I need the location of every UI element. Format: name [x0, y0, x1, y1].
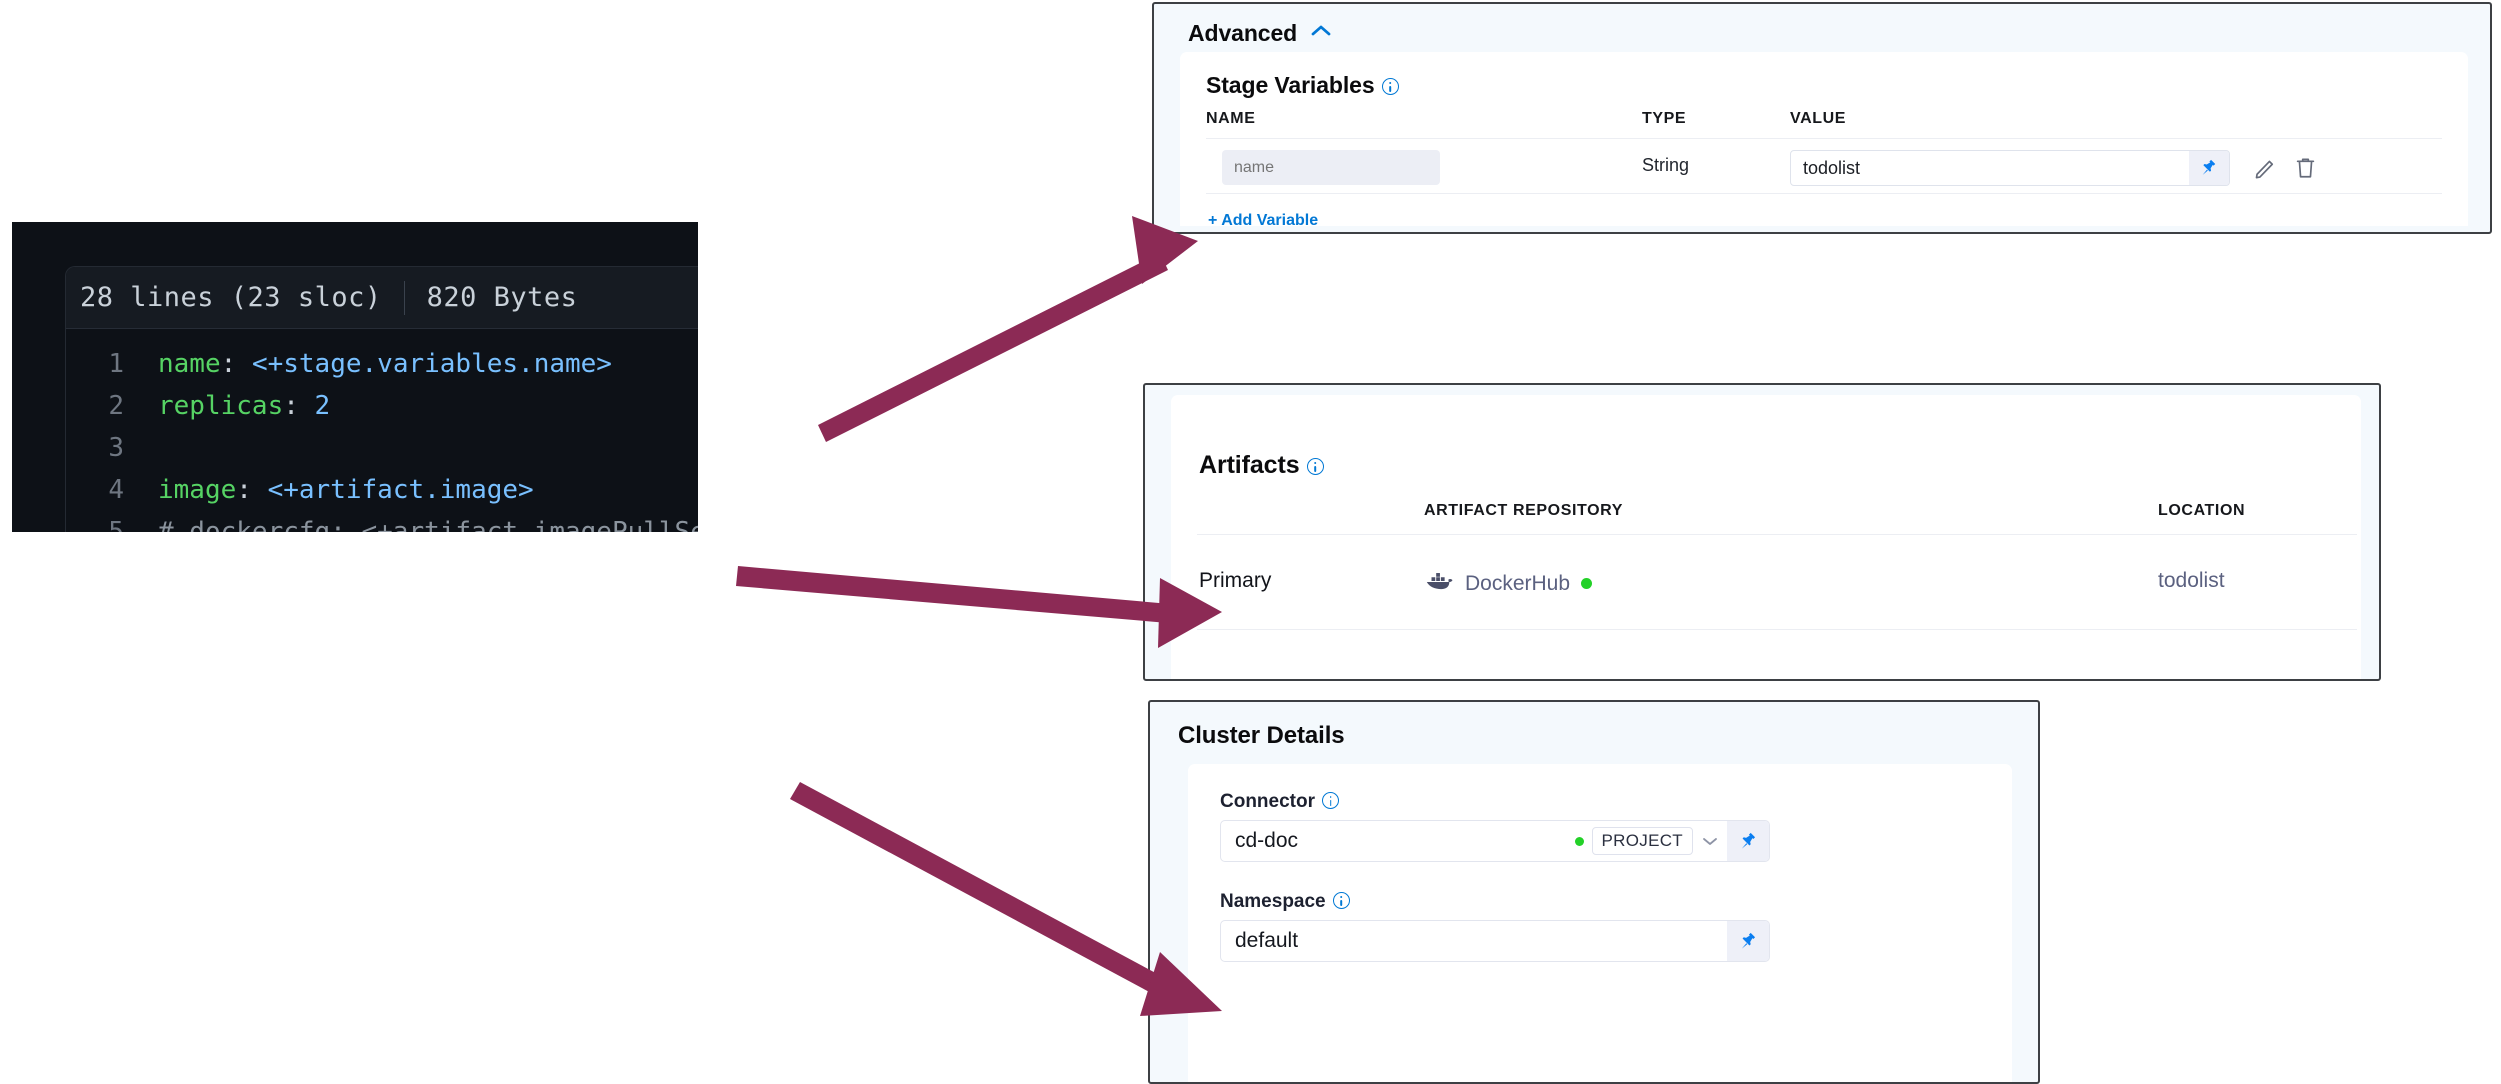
- column-header-artifact-repository: ARTIFACT REPOSITORY: [1424, 502, 1623, 519]
- stage-variable-value-input[interactable]: [1791, 151, 2189, 185]
- pencil-icon[interactable]: [2252, 154, 2279, 186]
- column-header-value: VALUE: [1790, 110, 1847, 127]
- column-header-type: TYPE: [1642, 110, 1687, 127]
- code-meta-divider: [403, 280, 405, 315]
- code-file-meta: 28 lines (23 sloc) 820 Bytes: [66, 267, 698, 329]
- stage-variables-label: Stage Variables: [1206, 72, 1375, 98]
- column-header-location: LOCATION: [2158, 502, 2246, 519]
- table-divider: [1206, 193, 2442, 194]
- namespace-label-row: Namespace: [1220, 890, 1350, 913]
- code-line-number: 4: [108, 475, 124, 505]
- code-line-number: 5: [108, 517, 124, 532]
- code-viewer-panel: 28 lines (23 sloc) 820 Bytes 1 name: <+st…: [12, 222, 698, 532]
- connector-field[interactable]: PROJECT: [1220, 820, 1770, 862]
- artifacts-card: Artifacts ARTIFACT REPOSITORY LOCATION P…: [1171, 395, 2361, 679]
- code-file-size: 820 Bytes: [426, 282, 578, 313]
- table-divider: [1197, 534, 2357, 535]
- code-line: 1 name: <+stage.variables.name>: [66, 343, 698, 385]
- code-line: 3: [66, 427, 698, 469]
- code-line-number: 1: [108, 349, 124, 379]
- pin-icon[interactable]: [1727, 921, 1769, 961]
- table-divider: [1206, 138, 2442, 139]
- stage-variable-type-value: String: [1642, 155, 1690, 175]
- artifact-repository-name: DockerHub: [1465, 571, 1571, 595]
- trash-icon[interactable]: [2292, 154, 2319, 186]
- advanced-title: Advanced: [1188, 20, 1298, 46]
- connector-scope-badge: PROJECT: [1591, 827, 1693, 855]
- chevron-down-icon[interactable]: [1693, 835, 1727, 847]
- namespace-input[interactable]: [1221, 928, 1727, 954]
- status-dot-icon: [1574, 836, 1584, 846]
- table-divider: [1197, 629, 2357, 630]
- artifact-location: todolist: [2158, 569, 2225, 592]
- code-line-number: 3: [108, 433, 124, 463]
- advanced-section-card: Advanced Stage Variables NAME TYPE VALUE…: [1152, 2, 2492, 234]
- add-variable-button[interactable]: + Add Variable: [1208, 212, 1319, 229]
- code-lines-container: 1 name: <+stage.variables.name> 2 replicas:…: [66, 329, 698, 532]
- arrow-to-stage-variable-name: [818, 216, 1198, 442]
- pin-icon[interactable]: [1727, 821, 1769, 861]
- stage-variable-name-field[interactable]: [1222, 150, 1440, 185]
- status-dot-icon: [1581, 578, 1593, 589]
- artifacts-label-row: Artifacts: [1199, 451, 1324, 480]
- info-icon[interactable]: [1322, 792, 1339, 809]
- code-viewer-inner: 28 lines (23 sloc) 820 Bytes 1 name: <+st…: [65, 266, 698, 532]
- namespace-field[interactable]: [1220, 920, 1770, 962]
- code-line-text: # dockercfg: <+artifact.imagePullSecret>: [158, 517, 698, 532]
- code-line-text: name: <+stage.variables.name>: [158, 349, 612, 379]
- code-line-text: replicas: 2: [158, 391, 331, 421]
- stage-variables-card: Stage Variables NAME TYPE VALUE String: [1180, 52, 2468, 229]
- cluster-details-title: Cluster Details: [1178, 722, 1345, 749]
- code-line: 5 # dockercfg: <+artifact.imagePullSecret…: [66, 511, 698, 532]
- code-line: 2 replicas: 2: [66, 385, 698, 427]
- artifact-repository-cell[interactable]: DockerHub: [1424, 569, 1593, 598]
- connector-input[interactable]: [1221, 828, 1575, 854]
- artifacts-label: Artifacts: [1199, 451, 1300, 479]
- code-line-text: image: <+artifact.image>: [158, 475, 534, 505]
- code-line: 4 image: <+artifact.image>: [66, 469, 698, 511]
- artifact-kind: Primary: [1199, 569, 1272, 592]
- connector-label: Connector: [1220, 791, 1315, 812]
- chevron-up-icon[interactable]: [1309, 23, 1333, 44]
- stage-variable-value-field[interactable]: [1790, 150, 2230, 186]
- pin-icon[interactable]: [2189, 151, 2229, 185]
- stage-variable-name-input[interactable]: [1222, 150, 1440, 185]
- code-lines-count: 28 lines (23 sloc): [80, 282, 382, 313]
- advanced-section-header[interactable]: Advanced: [1188, 20, 1333, 47]
- cluster-details-card: Connector PROJECT Namespace: [1188, 764, 2012, 1082]
- column-header-name: NAME: [1206, 110, 1256, 127]
- namespace-label: Namespace: [1220, 891, 1326, 912]
- cluster-details-section-card: Cluster Details Connector PROJECT Namesp…: [1148, 700, 2040, 1084]
- info-icon[interactable]: [1381, 78, 1399, 95]
- info-icon[interactable]: [1332, 892, 1350, 909]
- info-icon[interactable]: [1306, 458, 1324, 475]
- stage-variables-label-row: Stage Variables: [1206, 72, 1399, 99]
- connector-label-row: Connector: [1220, 790, 1339, 813]
- docker-whale-icon: [1424, 569, 1454, 598]
- artifacts-section-card: Artifacts ARTIFACT REPOSITORY LOCATION P…: [1143, 383, 2381, 681]
- code-line-number: 2: [108, 391, 124, 421]
